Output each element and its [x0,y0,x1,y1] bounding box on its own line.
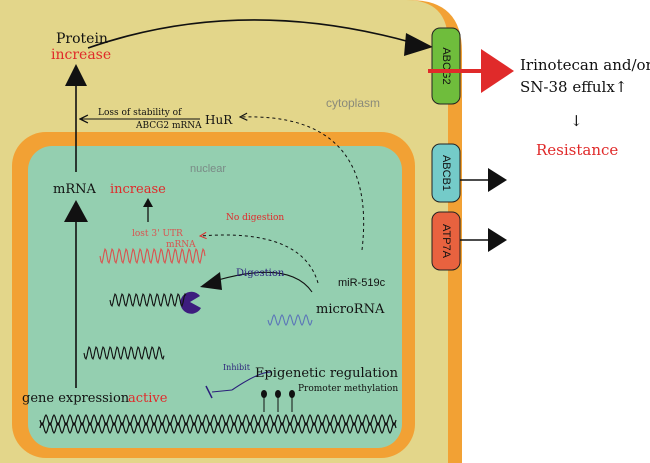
transporter-abcg2: ABCG2 [431,27,461,105]
inhibit-stem [211,389,233,393]
digestion-arrow [217,271,313,293]
mrna-increase-label: increase [110,182,166,197]
efflux-line2: SN-38 effulx↑ [520,78,627,96]
abcb1-label: ABCB1 [440,155,452,191]
mir-to-hur-dashed [240,117,365,251]
abcg2-efflux-arrowhead [481,49,514,93]
transporter-atp7a: ATP7A [431,211,461,271]
atp7a-efflux-arrowhead [488,228,507,252]
microrna-label: microRNA [316,302,385,317]
dna-strand-top [39,413,397,427]
inhibit-line [231,371,273,391]
mrna-label: mRNA [53,182,96,197]
digestion-label: Digestion [236,268,285,279]
dna-strand-bottom [39,421,397,435]
lost-utr-mrna-strand [99,247,206,265]
nuclease-pacman-icon [180,291,201,314]
mir-519c-label: miR-519c [338,277,386,289]
inhibit-label: Inhibit [223,363,251,372]
active-label: active [128,391,168,406]
nuclear-label: nuclear [190,163,226,175]
transporter-abcb1: ABCB1 [431,143,461,203]
cytoplasm-label: cytoplasm [326,96,380,110]
mrna-to-protein-arrowhead [65,64,87,86]
lost-utr-line1: lost 3' UTR [132,229,183,239]
down-arrow-glyph: ↓ [570,112,583,130]
promoter-methylation-label: Promoter methylation [298,384,398,394]
mrna-strand-digested [109,293,187,307]
gene-expression-label: gene expression [22,391,130,406]
digestion-arrowhead [200,272,222,290]
abcb1-efflux-arrowhead [488,168,507,192]
efflux-line1: Irinotecan and/or [520,56,650,74]
protein-increase-label: increase [51,47,111,63]
hur-label: HuR [205,113,233,127]
gene-to-mrna-arrowhead [64,200,88,222]
abcg2-label: ABCG2 [440,47,452,84]
inhibit-bar [205,385,213,399]
no-digestion-dashed [200,235,319,284]
rna-strands [39,247,397,435]
mirna-strand [267,314,313,326]
protein-label: Protein [56,31,108,47]
no-digestion-label: No digestion [226,213,284,223]
lost-utr-line2: mRNA [166,240,196,250]
atp7a-label: ATP7A [440,224,452,259]
loss-stability-line1: Loss of stability of [98,108,182,118]
resistance-label: Resistance [536,141,618,159]
loss-stability-line2: ABCG2 mRNA [135,121,202,131]
mrna-strand-2 [83,346,165,360]
epigenetic-label: Epigenetic regulation [255,366,399,381]
nucleus-area [28,146,402,448]
protein-to-abcg2-arrow [87,19,411,49]
utr-up-arrowhead [143,198,153,207]
methylation-marks [261,390,295,412]
protein-to-abcg2-arrowhead [404,33,433,56]
